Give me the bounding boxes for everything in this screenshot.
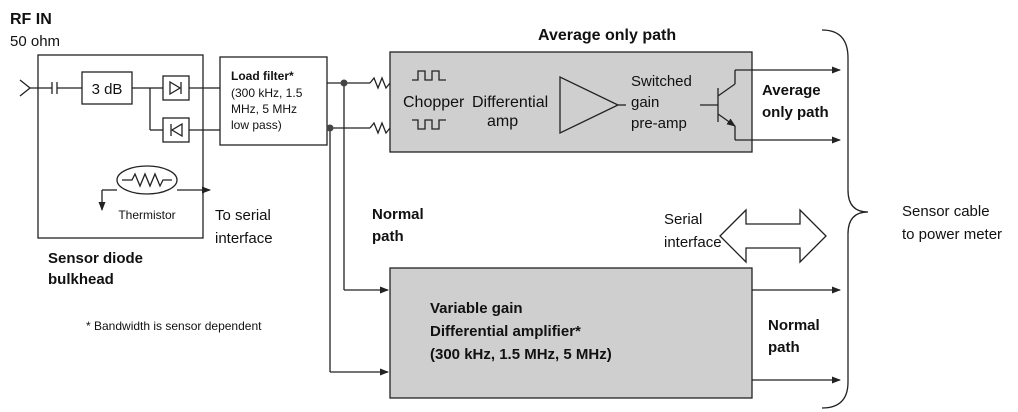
diff-amp-label-line1: Differential [472,94,548,111]
serial-interface-label-line2: interface [664,234,722,251]
rf-in-label: RF IN [10,11,52,28]
sensor-cable-label-line1: Sensor cable [902,203,990,220]
sensor-diode-bulkhead-box [37,54,204,239]
switched-gain-line3: pre-amp [631,115,687,132]
thermistor-label: Thermistor [118,208,175,222]
diode-reverse-icon [162,117,190,143]
ohm-label: 50 ohm [10,33,60,50]
normal-path-right-line2: path [768,339,800,356]
diff-amp-label-line2: amp [487,113,518,130]
footnote: * Bandwidth is sensor dependent [86,319,262,333]
normal-path-right-line1: Normal [768,317,820,334]
chopper-label: Chopper [403,94,465,111]
chopper-waveform-bottom-icon [412,119,446,130]
load-filter-line4: low pass) [231,118,282,132]
variable-gain-amplifier-block [389,267,753,399]
average-path-block [389,51,753,153]
bulkhead-label-line2: bulkhead [48,271,114,288]
normal-path-label-line2: path [372,228,404,245]
amplifier-triangle-icon [559,75,620,135]
chopper-waveform-top-icon [412,70,446,81]
thermistor-icon [116,165,178,195]
average-path-right-line1: Average [762,82,821,99]
sensor-cable-label-line2: to power meter [902,226,1002,243]
switched-gain-line2: gain [631,94,659,111]
sensor-cable-brace [821,29,869,409]
diode-forward-icon [162,75,190,101]
resistor-bottom-icon [369,121,391,135]
average-path-right-line2: only path [762,104,829,121]
switched-gain-line1: Switched [631,73,692,90]
load-filter-line2: (300 kHz, 1.5 [231,86,303,100]
to-serial-label-line2: interface [215,230,273,247]
transistor-icon [717,70,736,140]
serial-interface-label-line1: Serial [664,211,702,228]
load-filter-line3: MHz, 5 MHz [231,102,297,116]
resistor-top-icon [369,76,391,90]
average-path-title: Average only path [538,27,676,44]
attenuator-label: 3 dB [92,81,123,98]
serial-interface-arrow-icon [719,208,827,264]
load-filter-title: Load filter* [231,69,294,83]
variable-gain-line1: Variable gain [430,300,523,317]
variable-gain-line2: Differential amplifier* [430,323,581,340]
load-filter-box [219,56,328,146]
normal-path-label-line1: Normal [372,206,424,223]
to-serial-label-line1: To serial [215,207,271,224]
bulkhead-label-line1: Sensor diode [48,250,143,267]
rf-connector-icon [19,79,82,97]
variable-gain-line3: (300 kHz, 1.5 MHz, 5 MHz) [430,346,612,363]
